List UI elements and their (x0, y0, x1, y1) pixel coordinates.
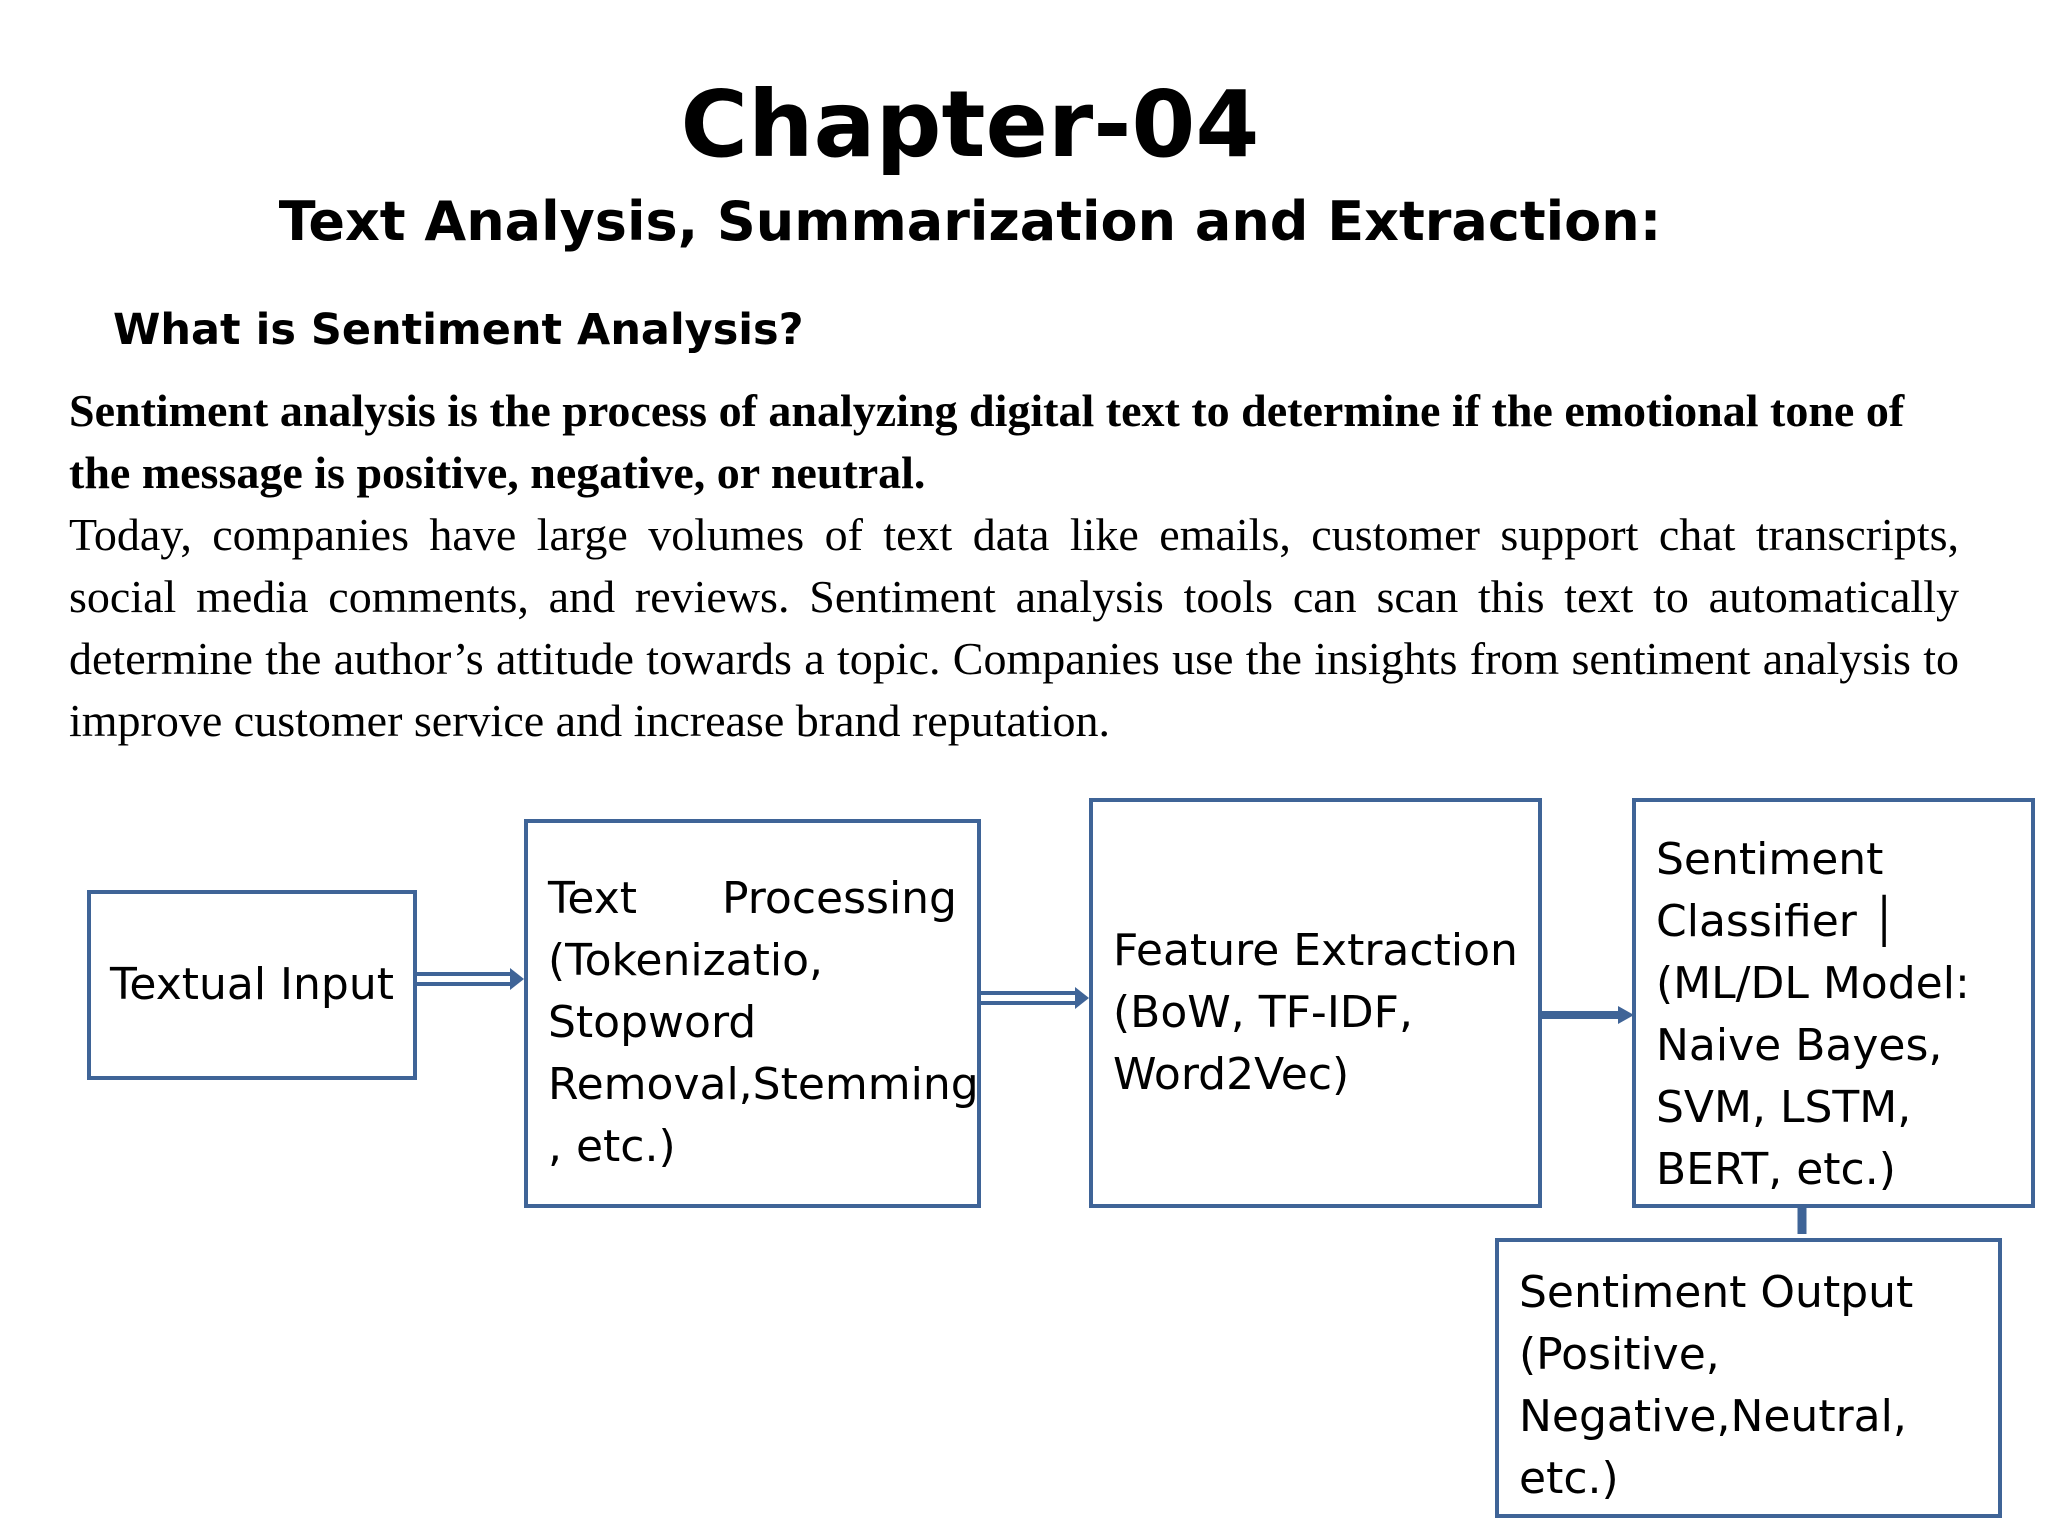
arrow-processing-to-features (981, 987, 1089, 1009)
text-processing-box: Text Processing (Tokenizatio, Stopword R… (524, 819, 981, 1208)
body-text: Sentiment analysis is the process of ana… (69, 380, 1959, 752)
textual-input-label: Textual Input (110, 959, 394, 1010)
section-heading: What is Sentiment Analysis? (113, 305, 804, 355)
text-processing-label: Text Processing (Tokenizatio, Stopword R… (548, 873, 979, 1172)
arrow-input-to-processing (417, 968, 524, 990)
chapter-title: Chapter-04 (680, 71, 1260, 178)
feature-extraction-label: Feature Extraction (BoW, TF-IDF, Word2Ve… (1113, 925, 1518, 1100)
textual-input-box: Textual Input (87, 890, 417, 1080)
sentiment-output-box: Sentiment Output (Positive, Negative,Neu… (1495, 1238, 2002, 1518)
arrow-features-to-classifier (1542, 1006, 1634, 1024)
feature-extraction-box: Feature Extraction (BoW, TF-IDF, Word2Ve… (1089, 798, 1542, 1208)
description-paragraph: Today, companies have large volumes of t… (69, 509, 1959, 746)
definition-text: Sentiment analysis is the process of ana… (69, 385, 1905, 498)
sentiment-classifier-box: Sentiment Classifier │ (ML/DL Model: Nai… (1632, 798, 2035, 1208)
chapter-subtitle: Text Analysis, Summarization and Extract… (278, 190, 1662, 253)
sentiment-output-label: Sentiment Output (Positive, Negative,Neu… (1519, 1267, 1914, 1504)
sentiment-classifier-label: Sentiment Classifier │ (ML/DL Model: Nai… (1656, 834, 1970, 1195)
